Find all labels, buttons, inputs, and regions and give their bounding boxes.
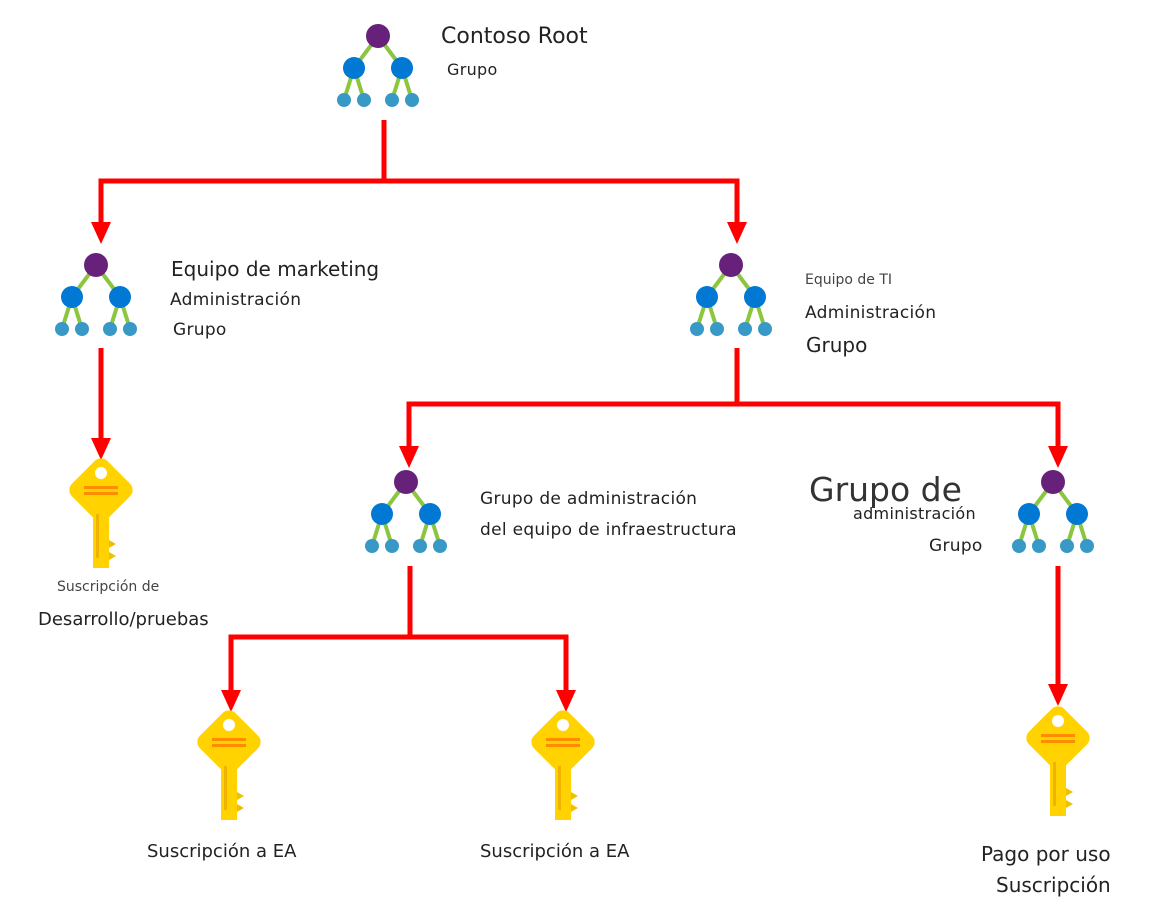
marketing-title: Equipo de marketing (171, 257, 380, 281)
root-title: Contoso Root (441, 24, 588, 49)
ea2-label: Suscripción a EA (480, 841, 630, 862)
arrow-it (727, 222, 747, 244)
infra-line2: del equipo de infraestructura (480, 520, 737, 540)
arrow-ea2 (556, 690, 576, 712)
marketing-line2: Administración (170, 290, 302, 310)
mgmt-line3: Grupo (929, 536, 983, 556)
management-group-icon-marketing (53, 251, 139, 338)
connector-infra (228, 566, 413, 696)
management-group-icon-root (335, 22, 421, 109)
connector-infra-right (410, 634, 569, 696)
devtest-line2: Desarrollo/pruebas (38, 609, 209, 630)
arrow-ea1 (221, 690, 241, 712)
mgmt-line1: Grupo de (809, 470, 962, 509)
it-line3: Grupo (806, 333, 868, 357)
mgmt-line2: administración (853, 504, 976, 523)
ea1-label: Suscripción a EA (147, 841, 297, 862)
arrow-payg (1048, 684, 1068, 706)
management-group-icon-it (688, 251, 774, 338)
devtest-line1: Suscripción de (57, 579, 160, 595)
management-group-icon-mgmt (1010, 468, 1096, 555)
payg-line1: Pago por uso (981, 842, 1111, 866)
root-subtitle: Grupo (447, 60, 498, 79)
it-line2: Administración (805, 303, 937, 323)
payg-line2: Suscripción (996, 873, 1111, 897)
arrowheads (91, 222, 1068, 712)
infra-line1: Grupo de administración (480, 489, 698, 509)
connector-it (406, 348, 740, 453)
connector-root (98, 120, 387, 228)
key-icon-ea2 (527, 706, 599, 820)
connector-lines (98, 120, 1061, 696)
key-icon-ea1 (193, 706, 265, 820)
management-group-icon-infra (363, 468, 449, 555)
key-icon-payg (1022, 702, 1094, 816)
key-icon-devtest (65, 454, 137, 568)
arrow-infra (399, 446, 419, 468)
marketing-line3: Grupo (173, 320, 227, 340)
connector-root-right (384, 178, 740, 228)
it-title: Equipo de TI (805, 272, 893, 288)
arrow-marketing (91, 222, 111, 244)
arrow-mgmt (1048, 446, 1068, 468)
arrow-devtest (91, 438, 111, 460)
connector-it-right (737, 401, 1061, 453)
